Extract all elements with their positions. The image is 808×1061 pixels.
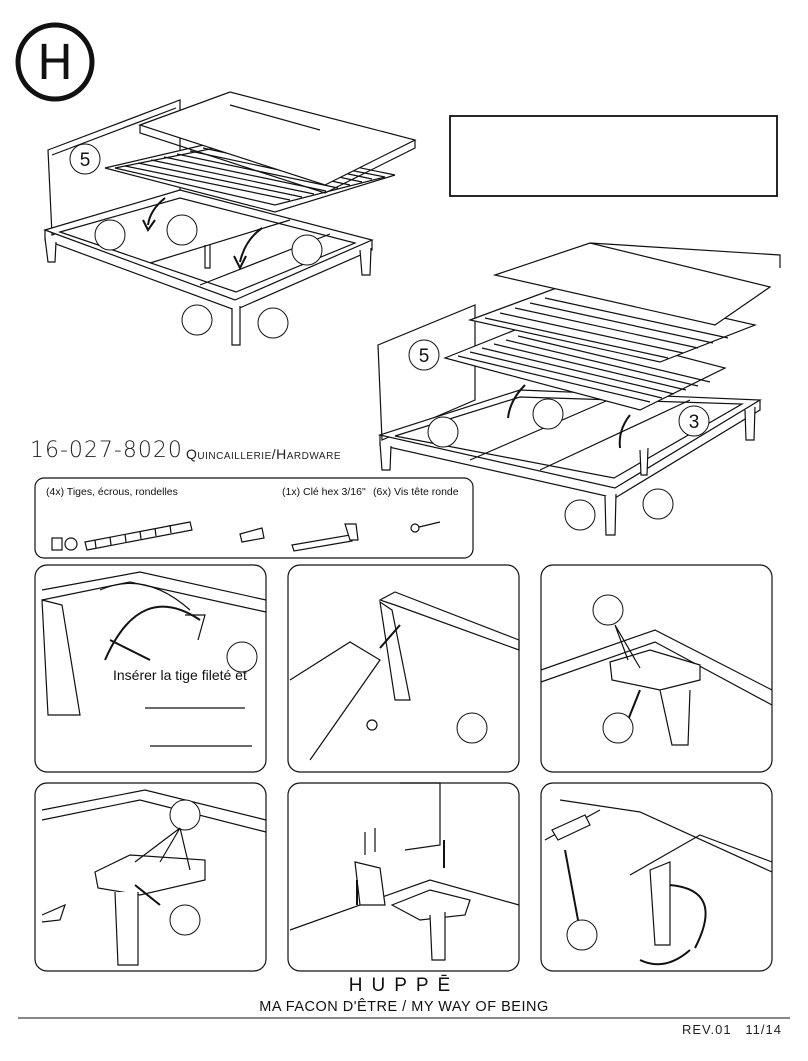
step-2-drawing [289, 591, 520, 761]
section-letter: H [37, 35, 73, 91]
hardware-item-hex-key: (1x) Clé hex 3/16" [282, 486, 366, 498]
brand-tagline: MA FACON D'ÊTRE / MY WAY OF BEING [259, 999, 549, 1015]
brand-logo: HUPPĒ [348, 975, 460, 996]
hardware-drawings [51, 521, 441, 552]
callout-right-five: 5 [419, 346, 430, 367]
section-badge: H [15, 22, 95, 102]
hardware-heading: Quincaillerie/Hardware [186, 446, 341, 462]
callout-right-three: 3 [689, 412, 700, 433]
step-1-drawing [41, 571, 267, 747]
revision: REV.01 [681, 1022, 732, 1037]
step-5-drawing [289, 782, 520, 961]
hardware-item-screws: (6x) Vis tête ronde [373, 486, 459, 498]
step-3-drawing [540, 594, 773, 746]
step-4-drawing [41, 789, 267, 966]
bed-illustration-top: 5 [43, 91, 417, 346]
hardware-item-rods: (4x) Tiges, écrous, rondelles [46, 486, 178, 498]
bed-illustration-right: 5 3 [377, 242, 781, 536]
step-6-drawing [544, 799, 773, 966]
hardware-box [34, 477, 474, 559]
revision-page-number: REV.01 11/14 [682, 1022, 782, 1037]
page-number: 11/14 [745, 1022, 782, 1037]
step-1-instruction: Insérer la tige fileté et [113, 667, 247, 683]
callout-top-five: 5 [80, 150, 91, 171]
instruction-box [449, 115, 778, 197]
product-code: 16-027-8020 [30, 438, 183, 463]
